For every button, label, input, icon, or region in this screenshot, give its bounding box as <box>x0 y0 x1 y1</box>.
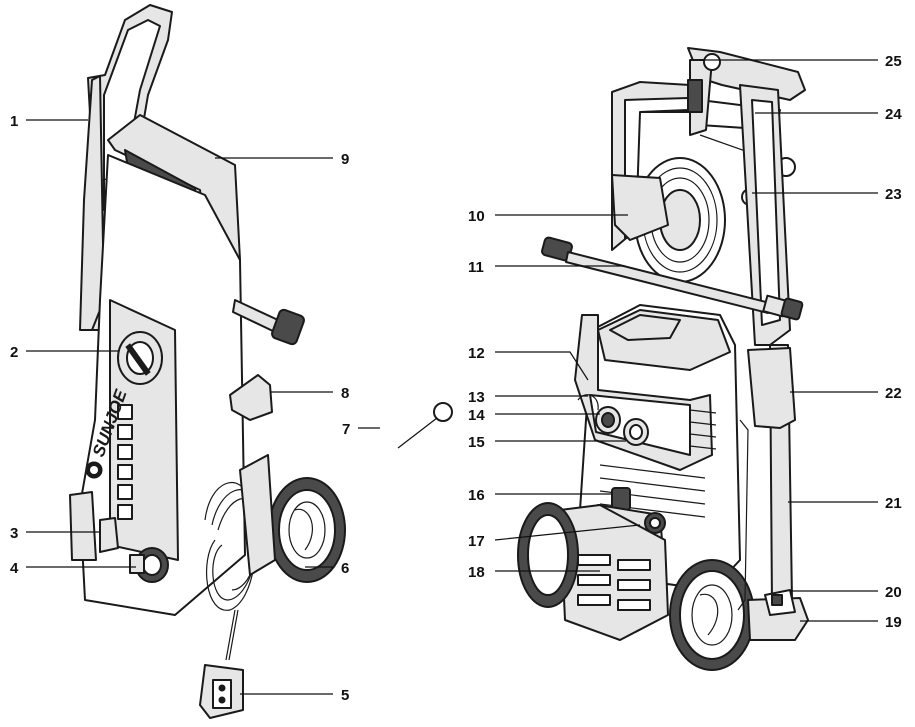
callout-3: 3 <box>10 525 18 542</box>
callout-13: 13 <box>468 389 485 406</box>
left-wheel <box>268 477 346 583</box>
callout-6: 6 <box>341 560 349 577</box>
callout-4: 4 <box>10 560 19 577</box>
callout-7: 7 <box>342 421 350 438</box>
callout-21: 21 <box>885 495 902 512</box>
callout-19: 19 <box>885 614 902 631</box>
callout-14: 14 <box>468 407 485 424</box>
spray-wand <box>541 236 804 321</box>
callout-labels: 1 2 3 4 5 6 7 8 9 10 11 12 13 14 15 16 1… <box>10 53 902 704</box>
front-view-machine: SUNJOE <box>69 4 346 719</box>
callout-24: 24 <box>885 106 902 123</box>
callout-9: 9 <box>341 151 349 168</box>
callout-15: 15 <box>468 434 485 451</box>
rear-vent-slots <box>599 409 717 518</box>
on-off-switch-knob <box>117 331 163 385</box>
callout-17: 17 <box>468 533 485 550</box>
callout-11: 11 <box>468 259 484 276</box>
rear-wheel-front <box>669 559 755 671</box>
leader-lines <box>26 59 878 695</box>
callout-22: 22 <box>885 385 902 402</box>
callout-20: 20 <box>885 584 902 601</box>
rear-view-machine <box>517 47 809 671</box>
rear-wheel-back <box>517 502 579 608</box>
callout-1: 1 <box>10 113 18 130</box>
callout-18: 18 <box>468 564 485 581</box>
callout-2: 2 <box>10 344 18 361</box>
callout-25: 25 <box>885 53 902 70</box>
water-inlet-fitting <box>99 517 169 583</box>
callout-16: 16 <box>468 487 485 504</box>
callout-10: 10 <box>468 208 485 225</box>
callout-23: 23 <box>885 186 902 203</box>
front-vent-slots <box>117 404 133 520</box>
gfci-plug <box>199 664 244 719</box>
callout-5: 5 <box>341 687 349 704</box>
callout-8: 8 <box>341 385 349 402</box>
o-ring <box>433 402 453 422</box>
base-slots <box>577 554 651 611</box>
callout-12: 12 <box>468 345 485 362</box>
rear-knobs <box>577 394 649 446</box>
